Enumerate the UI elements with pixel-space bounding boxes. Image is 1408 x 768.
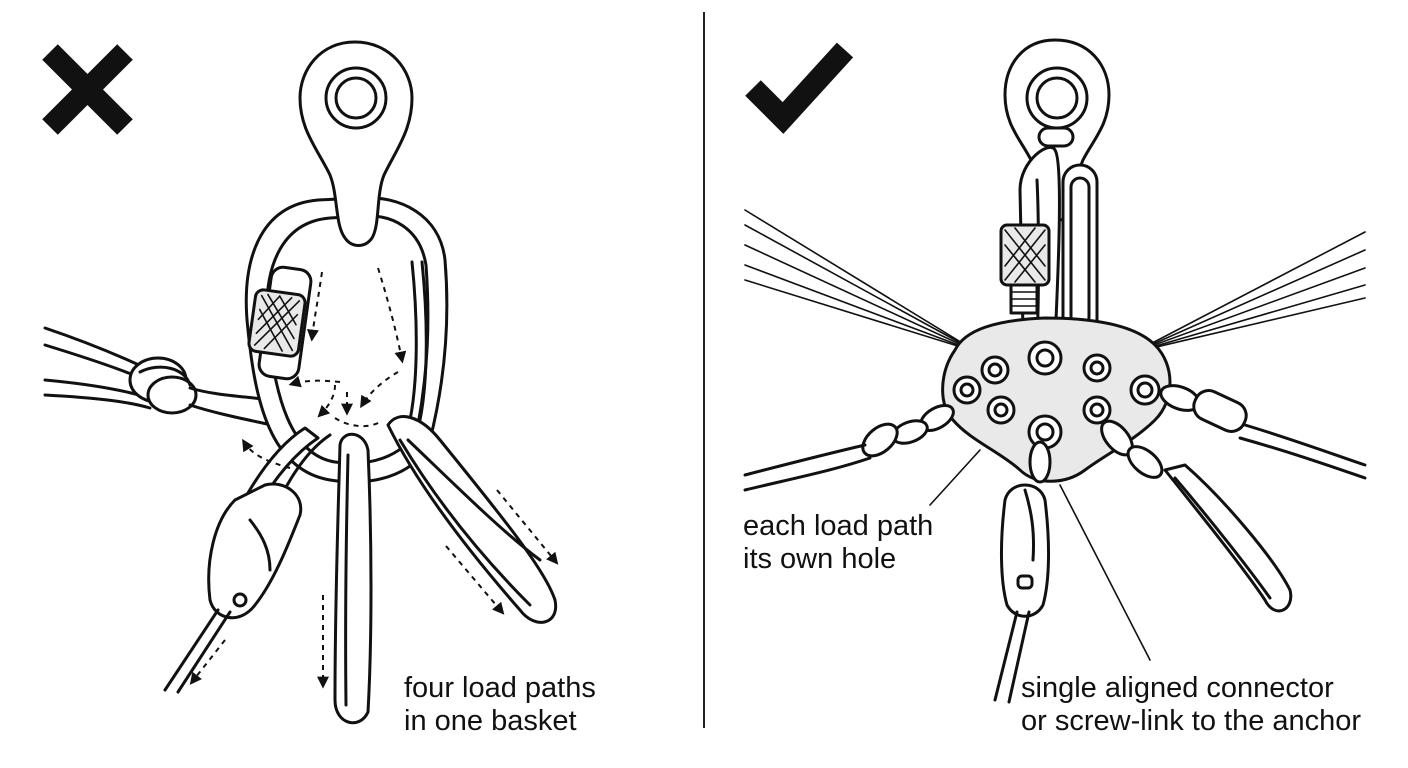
left-sling (163, 426, 332, 694)
correct-rigging-panel: each load path its own hole single align… (705, 0, 1408, 768)
single-connector-callout: single aligned connector or screw-link t… (1021, 672, 1361, 738)
load-path-arrows (242, 267, 407, 469)
screwgate-sleeve (247, 265, 313, 381)
check-mark-icon (745, 42, 854, 134)
callout-2-line-2: or screw-link to the anchor (1021, 705, 1362, 737)
callout-1-line-2: its own hole (743, 543, 897, 575)
callout-1-line-1: each load path (743, 510, 934, 542)
wrong-rigging-panel: four load paths in one basket (0, 0, 703, 768)
wrong-rigging-caption: four load paths in one basket (404, 672, 596, 738)
callout-2-line-1: single aligned connector (1021, 672, 1334, 704)
cross-mark-icon (42, 44, 133, 135)
caption-line-1: four load paths (404, 672, 596, 704)
fanned-ropes (744, 209, 1366, 353)
correct-rigging-illustration (743, 38, 1367, 704)
callout-leaders (929, 449, 1151, 661)
wrong-rigging-illustration (42, 40, 559, 725)
own-hole-callout: each load path its own hole (743, 510, 933, 576)
screwgate-sleeve (999, 223, 1051, 315)
anchor-hanger (298, 40, 414, 247)
bottom-device-path (993, 440, 1052, 704)
middle-sling (317, 432, 373, 725)
caption-line-2: in one basket (404, 705, 577, 737)
right-slings (386, 415, 559, 624)
panel-divider (703, 12, 705, 728)
right-chain-path (1100, 384, 1367, 613)
left-chain-path (743, 404, 955, 492)
